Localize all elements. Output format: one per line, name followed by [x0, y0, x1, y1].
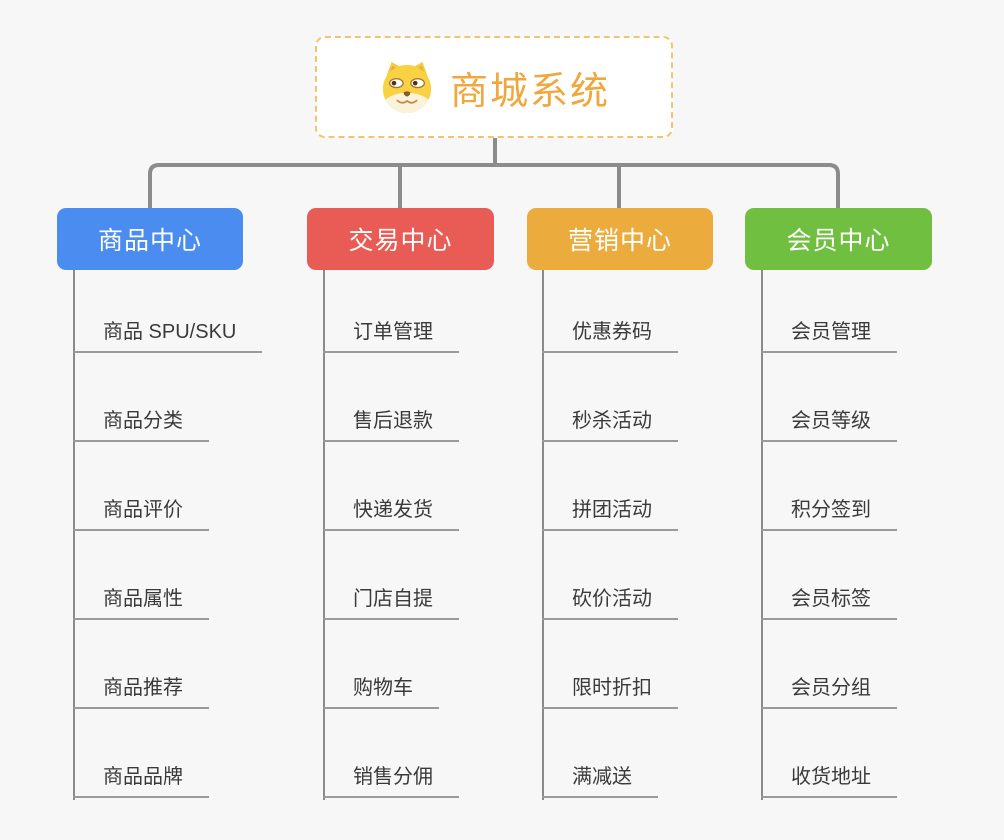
- leaf-node[interactable]: 会员分组: [761, 674, 897, 709]
- leaf-node[interactable]: 商品 SPU/SKU: [73, 318, 263, 353]
- branch-node-marketing-center[interactable]: 营销中心: [527, 208, 713, 270]
- branch-label: 营销中心: [567, 227, 672, 255]
- leaf-node[interactable]: 秒杀活动: [542, 407, 678, 442]
- branch-node-product-center[interactable]: 商品中心: [57, 208, 243, 270]
- branch-column-product-center: 商品 SPU/SKU 商品分类 商品评价 商品属性 商品推荐 商品品牌: [73, 270, 303, 802]
- leaf-node[interactable]: 砍价活动: [542, 585, 678, 620]
- leaf-node[interactable]: 快递发货: [323, 496, 459, 531]
- branch-column-member-center: 会员管理 会员等级 积分签到 会员标签 会员分组 收货地址: [761, 270, 991, 802]
- leaf-node[interactable]: 积分签到: [761, 496, 897, 531]
- leaf-node[interactable]: 会员标签: [761, 585, 897, 620]
- dog-face-icon: [382, 61, 432, 114]
- leaf-node[interactable]: 收货地址: [761, 763, 897, 798]
- root-node-mall-system[interactable]: 商城系统: [315, 36, 673, 138]
- branch-node-member-center[interactable]: 会员中心: [745, 208, 932, 270]
- leaf-node[interactable]: 会员管理: [761, 318, 897, 353]
- leaf-node[interactable]: 购物车: [323, 674, 439, 709]
- leaf-node[interactable]: 销售分佣: [323, 763, 459, 798]
- branch-column-trade-center: 订单管理 售后退款 快递发货 门店自提 购物车 销售分佣: [323, 270, 553, 802]
- leaf-node[interactable]: 优惠券码: [542, 318, 678, 353]
- branch-vertical-line: [761, 270, 763, 800]
- leaf-node[interactable]: 商品评价: [73, 496, 209, 531]
- leaf-node[interactable]: 商品品牌: [73, 763, 209, 798]
- leaf-node[interactable]: 会员等级: [761, 407, 897, 442]
- branch-vertical-line: [542, 270, 544, 800]
- branch-column-marketing-center: 优惠券码 秒杀活动 拼团活动 砍价活动 限时折扣 满减送: [542, 270, 772, 802]
- leaf-node[interactable]: 售后退款: [323, 407, 459, 442]
- leaf-node[interactable]: 满减送: [542, 763, 658, 798]
- root-title: 商城系统: [449, 70, 610, 113]
- branch-vertical-line: [323, 270, 325, 800]
- leaf-node[interactable]: 订单管理: [323, 318, 459, 353]
- branch-node-trade-center[interactable]: 交易中心: [307, 208, 494, 270]
- branch-label: 商品中心: [97, 227, 202, 255]
- leaf-node[interactable]: 拼团活动: [542, 496, 678, 531]
- leaf-node[interactable]: 限时折扣: [542, 674, 678, 709]
- leaf-node[interactable]: 商品推荐: [73, 674, 209, 709]
- branch-label: 会员中心: [786, 227, 891, 255]
- branch-label: 交易中心: [348, 227, 453, 255]
- leaf-node[interactable]: 门店自提: [323, 585, 459, 620]
- leaf-node[interactable]: 商品属性: [73, 585, 209, 620]
- branch-vertical-line: [73, 270, 75, 800]
- leaf-node[interactable]: 商品分类: [73, 407, 209, 442]
